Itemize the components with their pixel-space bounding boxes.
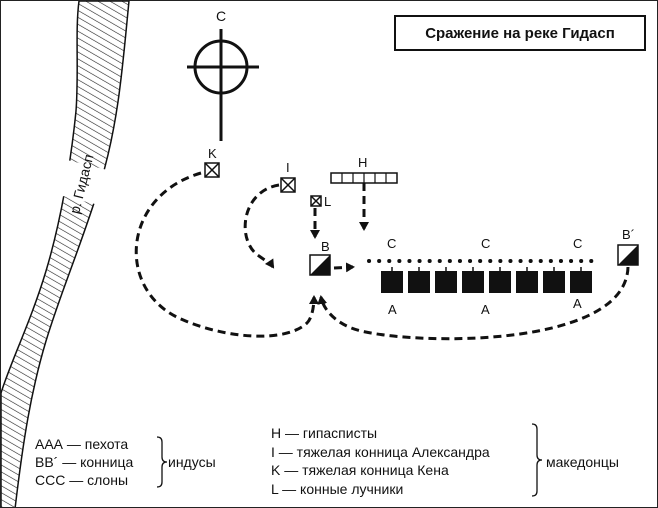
arrow-b-advance	[333, 262, 355, 273]
legend-left-item: ВВ´ — конница	[35, 454, 134, 470]
infantry-label-3: A	[573, 296, 582, 311]
arrow-b-prime-maneuver	[317, 266, 630, 341]
legend-left-group: индусы	[168, 454, 216, 470]
diagram-title: Сражение на реке Гидасп	[394, 15, 646, 51]
unit-l-symbol	[310, 195, 322, 207]
infantry-label-2: A	[481, 302, 490, 317]
legend-right-item: I — тяжелая конница Александра	[271, 444, 490, 460]
infantry-label-1: A	[388, 302, 397, 317]
legend-left-item: ААА — пехота	[35, 436, 129, 452]
unit-b-label: B	[321, 239, 330, 254]
legend-left-item: ССС — слоны	[35, 472, 129, 488]
unit-h-symbol	[330, 172, 398, 184]
unit-h-label: H	[358, 155, 368, 170]
unit-b-prime-label: B´	[622, 227, 635, 242]
arrow-k-maneuver	[134, 171, 319, 338]
river-label-bg	[30, 152, 140, 214]
compass	[187, 29, 259, 141]
legend-right-item: L — конные лучники	[271, 481, 404, 497]
elephants-label-3: C	[573, 236, 583, 251]
unit-i-symbol	[280, 177, 296, 193]
unit-b-prime-symbol	[617, 244, 639, 266]
brace-right	[531, 423, 543, 497]
legend-right-item: Н — гипасписты	[271, 425, 378, 441]
unit-i-label: I	[286, 160, 290, 175]
legend-right-group: македонцы	[546, 454, 619, 470]
river	[1, 1, 130, 507]
legend-right-item: K — тяжелая конница Кена	[271, 462, 449, 478]
unit-l-label: L	[324, 194, 332, 209]
unit-b-symbol	[309, 254, 331, 276]
arrow-i-maneuver	[243, 183, 280, 269]
infantry-line	[381, 267, 592, 293]
compass-north-label: С	[216, 8, 227, 24]
elephants-label-1: C	[387, 236, 397, 251]
unit-k-symbol	[204, 162, 220, 178]
unit-k-label: K	[208, 146, 217, 161]
brace-left	[156, 436, 168, 488]
elephants-label-2: C	[481, 236, 491, 251]
